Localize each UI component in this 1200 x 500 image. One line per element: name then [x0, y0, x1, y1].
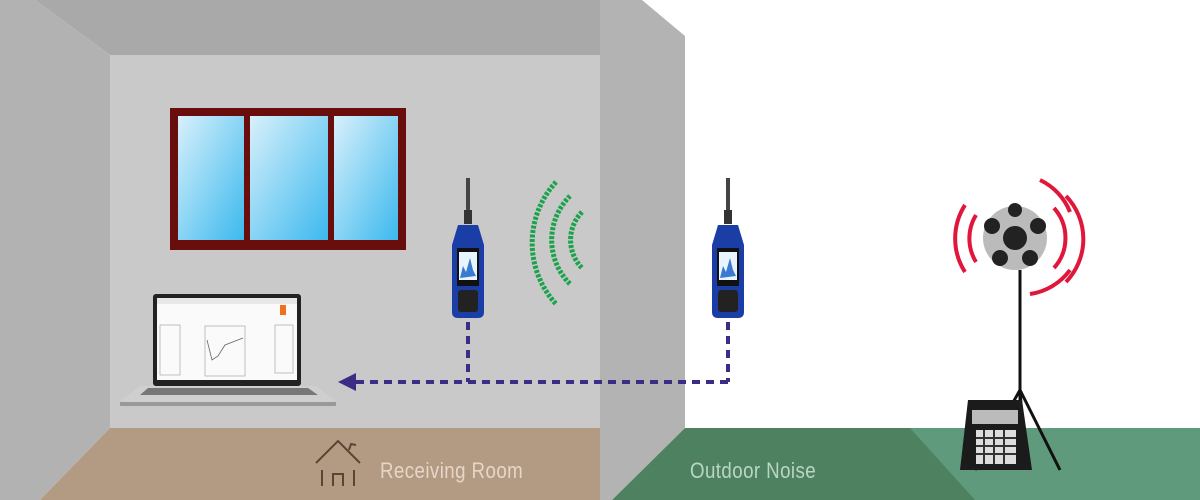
amplifier — [960, 400, 1032, 470]
sound-level-meter-indoor — [452, 178, 484, 318]
side-wall — [600, 0, 685, 500]
ceiling — [35, 0, 600, 55]
sound-level-meter-outdoor — [712, 178, 744, 318]
laptop — [120, 294, 336, 406]
arrow-head-icon — [338, 373, 356, 391]
house-icon — [315, 439, 361, 486]
window — [170, 108, 406, 250]
signal-path — [352, 322, 730, 384]
room-floor — [40, 428, 600, 500]
sound-wave-icon — [953, 178, 1086, 296]
left-wall — [0, 0, 110, 500]
outdoor-noise-label: Outdoor Noise — [690, 458, 817, 483]
sound-wave-icon — [529, 180, 584, 306]
receiving-room-label: Receiving Room — [380, 458, 524, 483]
